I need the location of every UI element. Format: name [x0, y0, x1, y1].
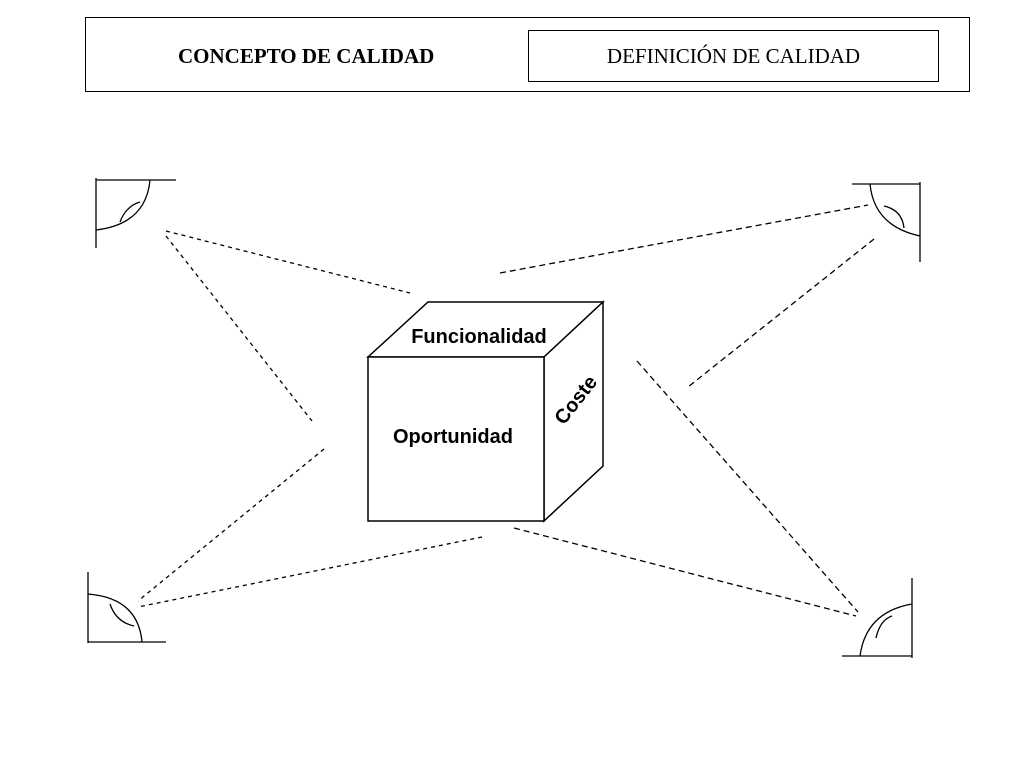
page-title: CONCEPTO DE CALIDAD: [178, 44, 435, 68]
cube-top-label: Funcionalidad: [411, 326, 547, 348]
connector-bottom-left-to-cube: [137, 536, 483, 608]
cube-front-face: [367, 356, 545, 522]
quality-cube: [366, 300, 605, 523]
corner-symbol-top-left: [95, 178, 176, 248]
connector-top-right-down: [687, 238, 875, 388]
header-frame: [85, 17, 970, 92]
connector-bottom-left-up: [137, 448, 325, 602]
corner-symbol-bottom-left: [87, 572, 166, 643]
definition-box: DEFINICIÓN DE CALIDAD: [528, 30, 939, 82]
connector-bottom-right-to-cube: [513, 527, 857, 617]
connector-top-left-down: [165, 235, 313, 422]
connector-top-right-to-cube: [499, 204, 869, 274]
cube-front-label: Oportunidad: [393, 426, 513, 448]
corner-symbols: [87, 178, 921, 658]
connector-bottom-right-up: [636, 360, 859, 613]
connector-top-left-to-cube: [165, 230, 411, 294]
corner-symbol-bottom-right: [842, 578, 913, 658]
connector-lines: [137, 204, 875, 617]
corner-symbol-top-right: [852, 182, 921, 262]
